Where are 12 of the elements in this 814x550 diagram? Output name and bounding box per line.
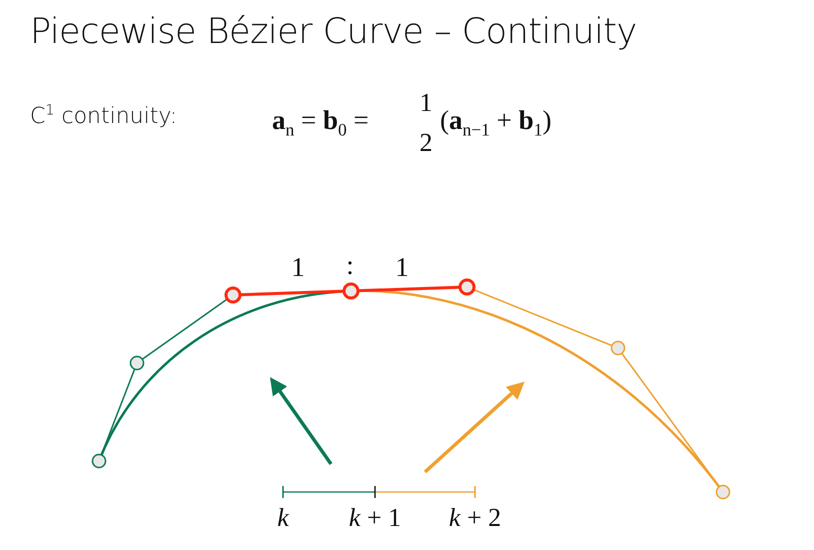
formula-text: 1 (420, 90, 432, 116)
ratio-label: 1 (291, 254, 305, 281)
parameter-label: k (277, 505, 289, 531)
ratio-label: : (346, 252, 354, 279)
parameter-label: k + 2 (448, 505, 502, 531)
formula-text: 2 (420, 130, 432, 156)
ratio-label: 1 (395, 254, 409, 281)
condition-label: C$^{1}$ continuity: (30, 106, 178, 128)
formula-text: a$_{n}$ = b$_{0}$ = (272, 107, 369, 134)
title: Piecewise Bézier Curve – Continuity (30, 12, 637, 52)
formula-text: (a$_{n−1}$ + b$_{1}$) (440, 107, 552, 134)
parameter-label: k + 1 (348, 505, 402, 531)
